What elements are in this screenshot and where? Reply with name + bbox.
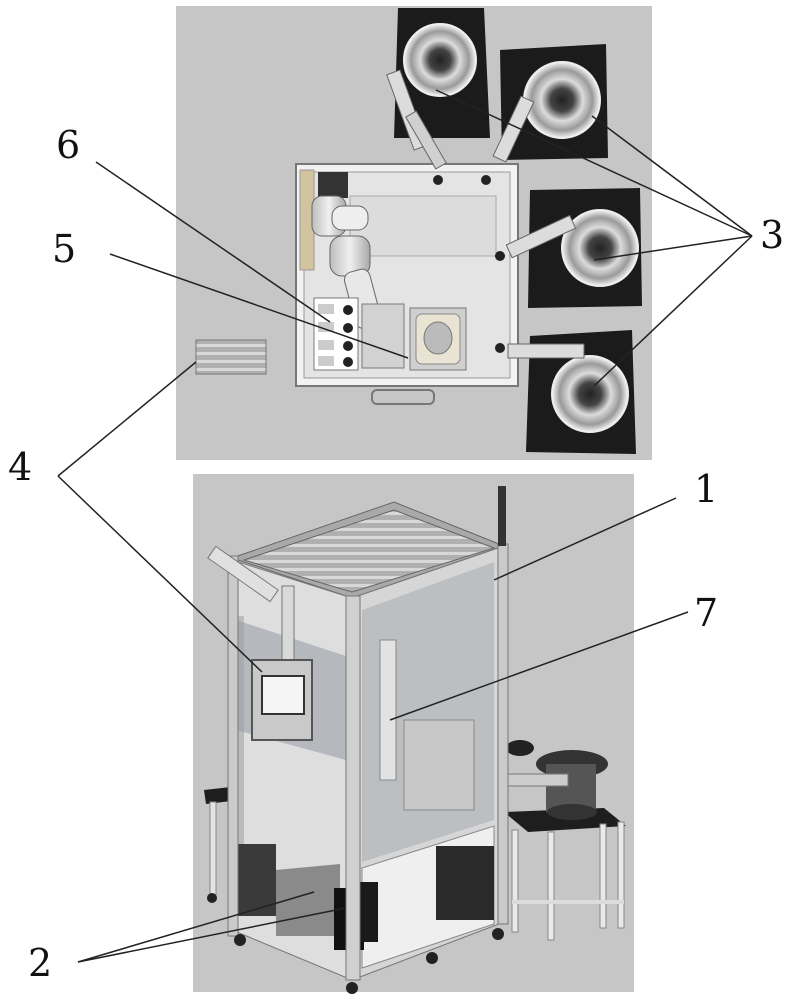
label-4: 4 <box>8 445 32 489</box>
main-cabinet <box>207 486 509 994</box>
platform-top <box>295 163 519 405</box>
leader-2b <box>77 907 347 963</box>
leader-6 <box>95 161 331 323</box>
top-view <box>176 6 652 460</box>
leader-7 <box>389 611 689 721</box>
leader-3d <box>593 235 753 387</box>
leader-5 <box>109 253 409 359</box>
leader-3b <box>591 115 753 237</box>
side-table <box>504 740 626 941</box>
label-5: 5 <box>52 227 76 271</box>
control-box-top <box>195 339 267 375</box>
fixture <box>361 303 467 371</box>
label-6: 6 <box>56 123 80 167</box>
vibratory-feeder-4 <box>507 330 636 454</box>
vibratory-feeder-2 <box>492 44 608 163</box>
leader-2a <box>77 891 315 963</box>
leader-3a <box>435 89 753 237</box>
leader-lines <box>57 89 753 963</box>
leader-4b <box>57 475 263 673</box>
perspective-view <box>193 474 634 994</box>
leader-4a <box>57 361 197 477</box>
leader-1 <box>493 497 677 581</box>
vibratory-feeder-3 <box>505 188 642 308</box>
label-7: 7 <box>694 591 718 635</box>
label-3: 3 <box>760 213 784 257</box>
label-2: 2 <box>28 941 52 985</box>
leader-3c <box>593 235 753 261</box>
label-1: 1 <box>694 467 718 511</box>
vibratory-feeder-1 <box>386 8 490 170</box>
robot-arm <box>311 172 394 348</box>
tool-rack <box>313 297 359 371</box>
